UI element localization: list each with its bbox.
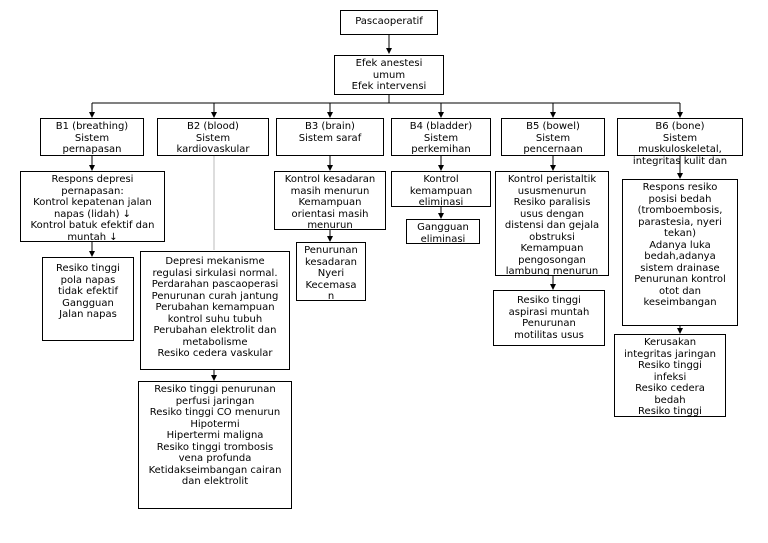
- category-b1-title: B1 (breathing) Sistem pernapasan: [55, 121, 129, 155]
- b2-mechanism: Depresi mekanisme regulasi sirkulasi nor…: [140, 251, 290, 370]
- b5-problems-text: Resiko tinggi aspirasi muntah Penurunan …: [508, 295, 590, 341]
- b4-mechanism-text: Kontrol kemampuan eliminasi: [409, 174, 473, 208]
- root-node: Pascaoperatif: [340, 10, 438, 35]
- b6-problems-text: Kerusakan integritas jaringan Resiko tin…: [624, 337, 716, 417]
- category-b2: B2 (blood) Sistem kardiovaskular: [157, 118, 269, 156]
- effects-label: Efek anestesi umum Efek intervensi: [351, 58, 427, 92]
- b3-problems: Penurunan kesadaran Nyeri Kecemasa n: [296, 242, 366, 302]
- b2-mechanism-text: Depresi mekanisme regulasi sirkulasi nor…: [151, 256, 279, 359]
- b1-mechanism-text: Respons depresi pernapasan: Kontrol kepa…: [30, 174, 155, 243]
- category-b6: B6 (bone) Sistem muskuloskeletal, integr…: [617, 118, 743, 167]
- b3-mechanism-text: Kontrol kesadaran masih menurun Kemampua…: [284, 174, 376, 231]
- b5-problems: Resiko tinggi aspirasi muntah Penurunan …: [493, 290, 605, 346]
- b1-mechanism: Respons depresi pernapasan: Kontrol kepa…: [20, 171, 165, 243]
- effects-node: Efek anestesi umum Efek intervensi: [334, 55, 444, 95]
- category-b5: B5 (bowel) Sistem pencernaan: [501, 118, 605, 156]
- b1-problems-text: Resiko tinggi pola napas tidak efektif G…: [56, 263, 120, 320]
- b6-mechanism-text: Respons resiko posisi bedah (tromboembos…: [634, 182, 726, 308]
- b2-problems-text: Resiko tinggi penurunan perfusi jaringan…: [148, 384, 282, 487]
- b6-problems: Kerusakan integritas jaringan Resiko tin…: [614, 334, 726, 417]
- category-b4: B4 (bladder) Sistem perkemihan: [391, 118, 491, 156]
- category-b5-title: B5 (bowel) Sistem pencernaan: [523, 121, 583, 155]
- category-b1: B1 (breathing) Sistem pernapasan: [40, 118, 144, 156]
- category-b3: B3 (brain) Sistem saraf: [276, 118, 384, 156]
- b3-problems-text: Penurunan kesadaran Nyeri Kecemasa n: [304, 245, 358, 302]
- category-b4-title: B4 (bladder) Sistem perkemihan: [409, 121, 473, 155]
- b1-problems: Resiko tinggi pola napas tidak efektif G…: [42, 257, 134, 341]
- root-label: Pascaoperatif: [355, 16, 423, 27]
- category-b6-title: B6 (bone) Sistem muskuloskeletal, integr…: [632, 121, 728, 167]
- b4-mechanism: Kontrol kemampuan eliminasi: [391, 171, 491, 208]
- b5-mechanism-text: Kontrol peristaltik ususmenurun Resiko p…: [504, 174, 600, 277]
- b2-problems: Resiko tinggi penurunan perfusi jaringan…: [138, 381, 292, 509]
- b6-mechanism: Respons resiko posisi bedah (tromboembos…: [622, 179, 738, 326]
- category-b2-title: B2 (blood) Sistem kardiovaskular: [176, 121, 250, 155]
- b5-mechanism: Kontrol peristaltik ususmenurun Resiko p…: [495, 171, 609, 277]
- category-b3-title: B3 (brain) Sistem saraf: [298, 121, 362, 144]
- b4-problems: Gangguan eliminasi: [406, 219, 480, 245]
- b3-mechanism: Kontrol kesadaran masih menurun Kemampua…: [274, 171, 386, 231]
- b4-problems-text: Gangguan eliminasi: [417, 222, 469, 245]
